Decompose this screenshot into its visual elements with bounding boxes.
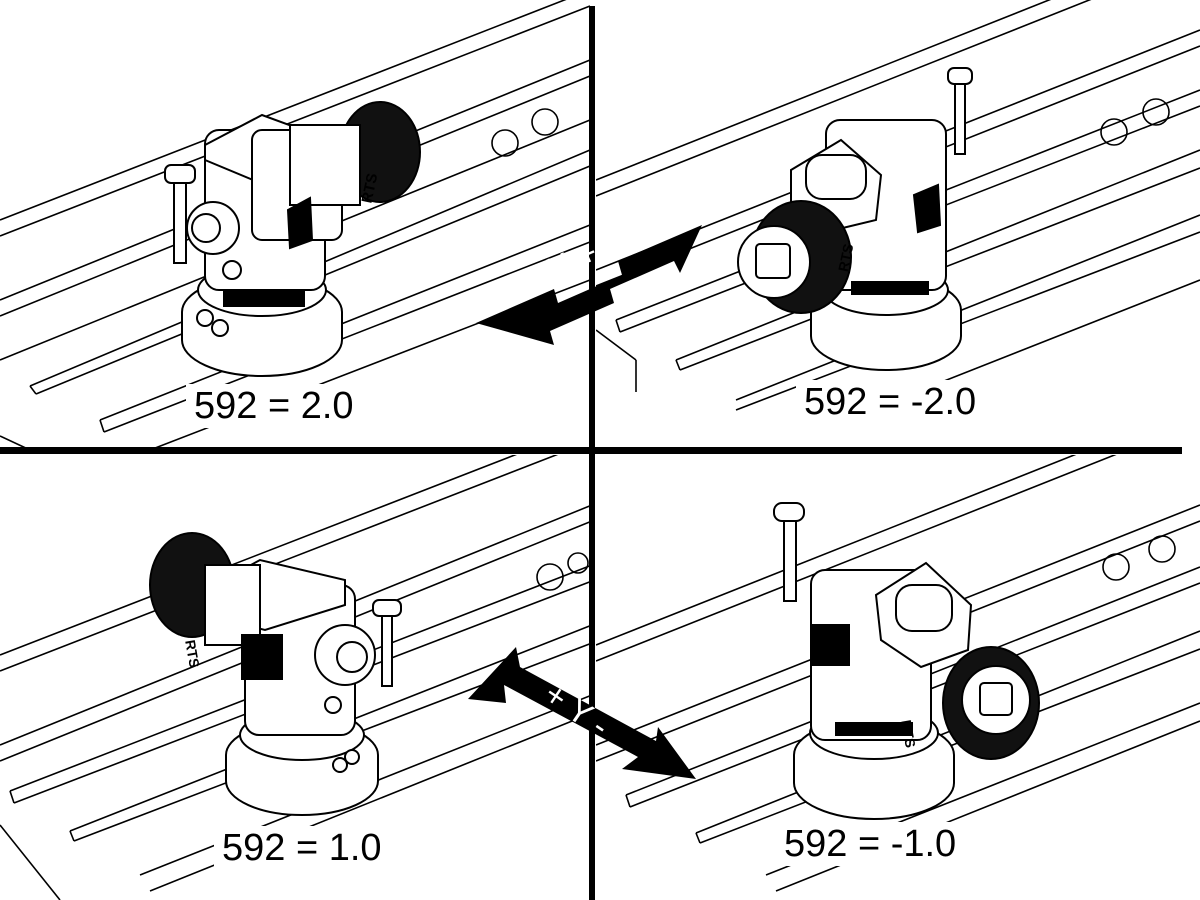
x-axis-arrow: - X + [470, 195, 710, 345]
table-illustration-top-left: RTS [0, 0, 591, 450]
panel-bottom-left: RTS 592 = 1.0 [0, 455, 592, 900]
panel-bottom-right: RTS 592 = -1.0 [596, 455, 1200, 900]
setting-label-1-0: 592 = 1.0 [214, 826, 390, 870]
brand-text-top-left: RTS [359, 172, 382, 205]
panel-top-right: RTS 592 = -2.0 [596, 0, 1200, 450]
setting-label-2-0: 592 = 2.0 [186, 384, 362, 428]
horizontal-divider [0, 447, 1182, 454]
table-illustration-top-right: RTS [596, 0, 1200, 411]
table-illustration-bottom-left: RTS [0, 455, 592, 900]
brand-text-top-right: RTS [835, 242, 856, 273]
y-axis-arrow: + Y - [460, 645, 705, 785]
x-axis-arrow-icon [476, 225, 702, 345]
setting-label-neg-2-0: 592 = -2.0 [796, 380, 985, 424]
y-axis-arrow-icon [468, 647, 696, 779]
brand-text-bottom-right: RTS [898, 719, 919, 749]
panel-top-left: RTS 592 = 2.0 [0, 0, 592, 450]
setting-label-neg-1-0: 592 = -1.0 [776, 822, 965, 866]
brand-text-bottom-left: RTS [182, 639, 203, 669]
